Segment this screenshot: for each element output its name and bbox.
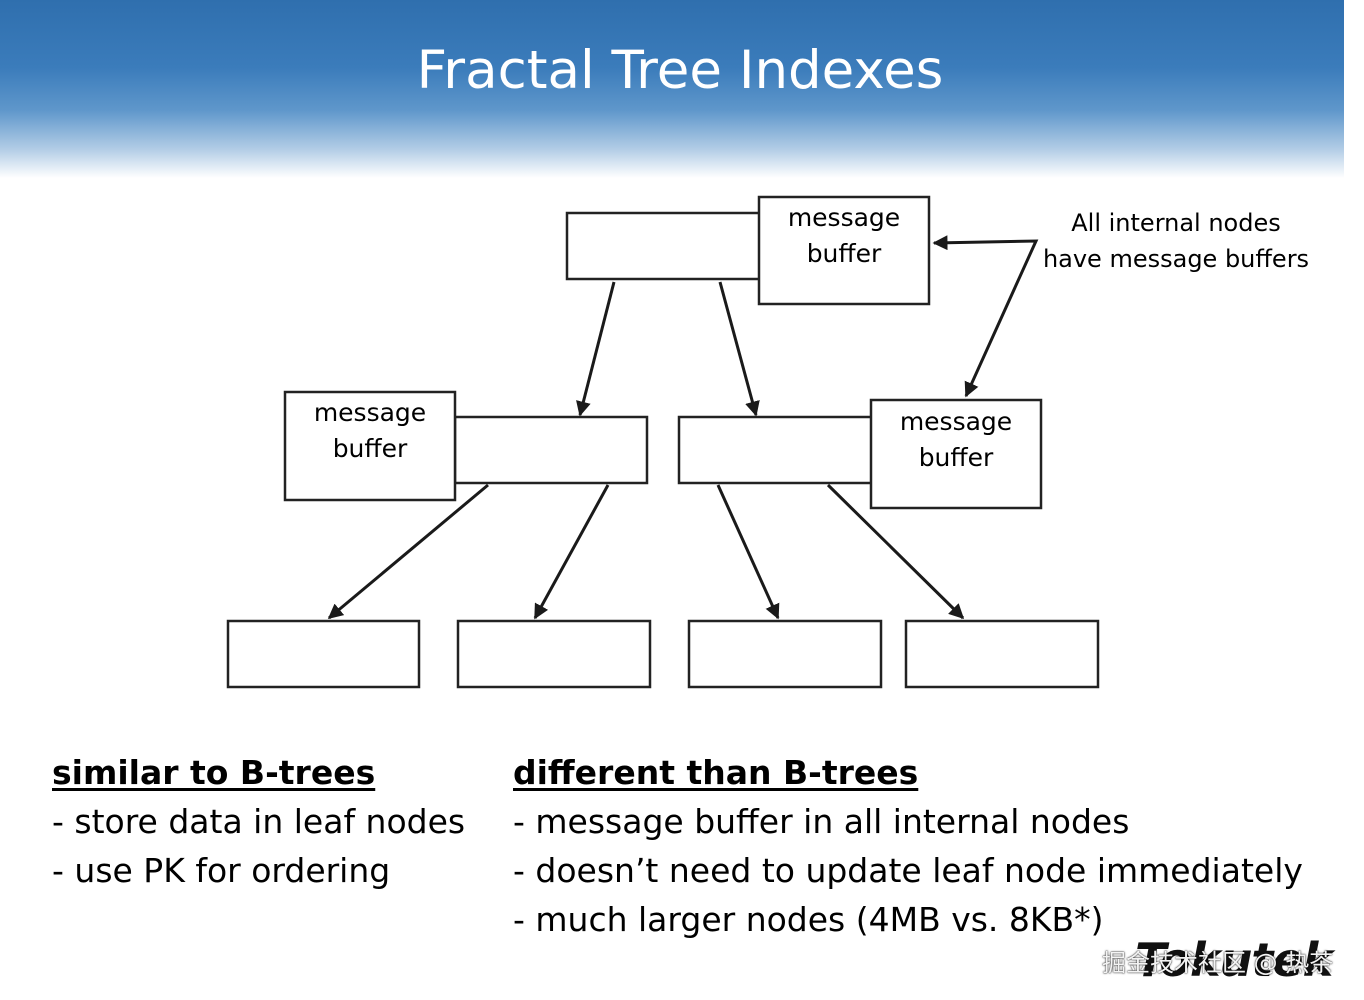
edge-root-to-left bbox=[576, 281, 616, 417]
left-buffer-label-line2: buffer bbox=[333, 434, 408, 463]
right-internal-node bbox=[677, 415, 874, 485]
annotation-pointer bbox=[932, 235, 1039, 398]
annotation-line2: have message buffers bbox=[1043, 245, 1309, 273]
leaf-node-3 bbox=[687, 619, 883, 689]
edge-left-to-leaf2 bbox=[533, 484, 610, 620]
edge-right-to-leaf4 bbox=[826, 483, 965, 620]
tokutek-logo: Tokutek bbox=[1135, 933, 1333, 987]
leaf-node-1 bbox=[226, 619, 421, 689]
right-message-buffer bbox=[869, 398, 1043, 510]
similarities-heading: similar to B-trees bbox=[52, 753, 376, 792]
annotation-line1: All internal nodes bbox=[1071, 209, 1281, 237]
root-buffer-label-line2: buffer bbox=[807, 239, 882, 268]
similarity-item: - store data in leaf nodes bbox=[52, 802, 466, 841]
differences-heading: different than B-trees bbox=[513, 753, 919, 792]
right-buffer-label-line2: buffer bbox=[919, 443, 994, 472]
edge-left-to-leaf1 bbox=[327, 483, 489, 620]
difference-item: - message buffer in all internal nodes bbox=[513, 802, 1130, 841]
root-node bbox=[565, 211, 762, 281]
leaf-node-2 bbox=[456, 619, 652, 689]
differences-list: different than B-trees - message buffer … bbox=[513, 748, 1303, 944]
difference-item: - doesn’t need to update leaf node immed… bbox=[513, 851, 1303, 890]
leaf-node-4 bbox=[904, 619, 1100, 689]
left-message-buffer bbox=[283, 390, 457, 502]
similarity-item: - use PK for ordering bbox=[52, 851, 391, 890]
left-internal-node bbox=[453, 415, 649, 485]
watermark: 掘金技术社区 @ 热茶 bbox=[1102, 949, 1334, 977]
edge-root-to-right bbox=[718, 281, 760, 417]
edge-right-to-leaf3 bbox=[716, 484, 780, 620]
difference-item: - much larger nodes (4MB vs. 8KB*) bbox=[513, 900, 1104, 939]
left-buffer-label-line1: message bbox=[314, 398, 426, 427]
right-buffer-label-line1: message bbox=[900, 407, 1012, 436]
root-buffer-label-line1: message bbox=[788, 203, 900, 232]
slide-title: Fractal Tree Indexes bbox=[416, 40, 944, 101]
root-message-buffer bbox=[757, 195, 931, 306]
similarities-list: similar to B-trees - store data in leaf … bbox=[52, 748, 465, 895]
title-banner bbox=[0, 0, 1344, 178]
